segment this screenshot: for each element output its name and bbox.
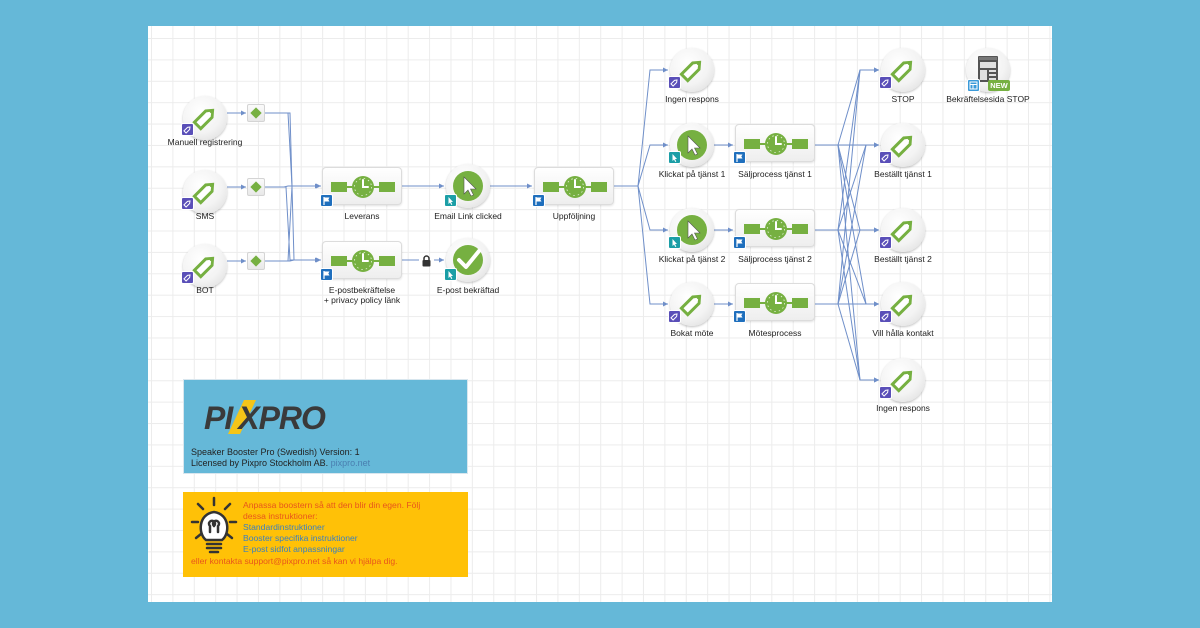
tag-badge-icon <box>181 197 194 210</box>
node-label: Manuell registrering <box>167 137 243 147</box>
wire-filter-to-leverans <box>265 185 320 262</box>
wire-filter-to-epost <box>265 186 320 261</box>
page-badge-icon <box>967 79 980 92</box>
click-badge-icon <box>444 194 457 207</box>
node-label: Bekräftelsesida STOP <box>946 94 1030 104</box>
wire-filter-to-epost <box>265 112 320 261</box>
click-badge-icon <box>668 236 681 249</box>
checkmark-icon <box>446 238 490 282</box>
wire-process-to-outcome <box>815 229 879 383</box>
flag-icon <box>733 236 746 249</box>
node-label: Beställt tjänst 2 <box>874 254 932 264</box>
flag-icon <box>532 194 545 207</box>
filter-diamond-icon[interactable] <box>247 252 265 270</box>
wire-process-to-outcome <box>815 144 879 233</box>
node-label: Klickat på tjänst 2 <box>658 254 726 264</box>
tip-intro-line1: Anpassa boostern så att den blir din ege… <box>243 500 421 510</box>
tag-badge-icon <box>668 310 681 323</box>
node-label: Email Link clicked <box>434 211 502 221</box>
tag-badge-icon <box>668 76 681 89</box>
wire-process-to-outcome <box>815 142 879 231</box>
wire-filter-to-leverans <box>265 112 320 187</box>
lightbulb-icon <box>190 496 238 554</box>
wire-process-to-outcome <box>815 229 879 307</box>
node-label: Ingen respons <box>876 403 930 413</box>
node-label: Säljprocess tjänst 1 <box>738 169 812 179</box>
flag-icon <box>733 310 746 323</box>
standard-instructions-link[interactable]: Standardinstruktioner <box>243 522 325 532</box>
node-label: Klickat på tjänst 1 <box>658 169 726 179</box>
license-text: Licensed by Pixpro Stockholm AB. pixpro.… <box>191 458 370 468</box>
new-badge: NEW <box>988 80 1010 91</box>
flag-icon <box>733 151 746 164</box>
wait-timer-icon <box>735 283 815 321</box>
tag-badge-icon <box>181 123 194 136</box>
tip-intro-line2: dessa instruktioner: <box>243 511 318 521</box>
node-label: Leverans <box>344 211 380 221</box>
node-label: SMS <box>195 211 215 221</box>
tag-badge-icon <box>879 310 892 323</box>
lock-icon <box>422 255 431 267</box>
tag-badge-icon <box>879 76 892 89</box>
tag-badge-icon <box>879 386 892 399</box>
node-label: STOP <box>891 94 915 104</box>
node-label: Säljprocess tjänst 2 <box>738 254 812 264</box>
tag-badge-icon <box>181 271 194 284</box>
tag-badge-icon <box>879 151 892 164</box>
wait-timer-icon <box>322 167 402 205</box>
node-label: BOT <box>196 285 214 295</box>
filter-diamond-icon[interactable] <box>247 104 265 122</box>
flow-canvas[interactable]: Manuell registrering SMS BOT Leverans E-… <box>148 26 1052 602</box>
instructions-tip-box: Anpassa boostern så att den blir din ege… <box>183 492 468 577</box>
node-label: E-post bekräftad <box>436 285 500 295</box>
wire-process-to-outcome <box>815 144 879 307</box>
email-footer-link[interactable]: E-post sidfot anpassningar <box>243 544 345 554</box>
wire-uppfoljning-to-klickat1 <box>614 142 668 187</box>
wire-process-to-outcome <box>815 67 879 305</box>
wire-process-to-outcome <box>815 67 879 231</box>
version-text: Speaker Booster Pro (Swedish) Version: 1 <box>191 447 360 457</box>
node-label: Ingen respons <box>665 94 719 104</box>
wire-process-to-outcome <box>815 227 879 305</box>
flag-icon <box>320 268 333 281</box>
tag-icon <box>183 170 227 214</box>
license-prefix: Licensed by Pixpro Stockholm AB. <box>191 458 329 468</box>
wire-process-to-outcome <box>815 144 879 383</box>
wait-timer-icon <box>735 124 815 162</box>
tag-badge-icon <box>879 236 892 249</box>
node-label: Bokat möte <box>670 328 714 338</box>
wire-process-to-outcome <box>815 303 879 383</box>
wire-filter-to-epost <box>265 257 320 263</box>
click-badge-icon <box>668 151 681 164</box>
node-label-line1: E-postbekräftelse <box>328 285 396 295</box>
flag-icon <box>320 194 333 207</box>
filter-diamond-icon[interactable] <box>247 178 265 196</box>
wait-timer-icon <box>735 209 815 247</box>
node-label: Beställt tjänst 1 <box>874 169 932 179</box>
wait-timer-icon <box>534 167 614 205</box>
wire-filter-to-leverans <box>265 183 320 189</box>
wire-uppfoljning-to-bokat <box>614 185 668 307</box>
click-badge-icon <box>444 268 457 281</box>
wire-process-to-outcome <box>815 142 879 305</box>
wire-uppfoljning-to-klickat2 <box>614 185 668 233</box>
node-label: Vill hålla kontakt <box>872 328 934 338</box>
wire-process-to-outcome <box>815 67 879 146</box>
node-label-line2: + privacy policy länk <box>323 295 401 305</box>
tip-footer-text: eller kontakta support@pixpro.net så kan… <box>191 556 398 566</box>
node-label: Uppföljning <box>552 211 596 221</box>
tag-icon <box>881 358 925 402</box>
booster-instructions-link[interactable]: Booster specifika instruktioner <box>243 533 358 543</box>
pixpro-link[interactable]: pixpro.net <box>330 458 371 468</box>
node-label: Mötesprocess <box>748 328 802 338</box>
tag-icon <box>881 123 925 167</box>
wait-timer-icon <box>322 241 402 279</box>
